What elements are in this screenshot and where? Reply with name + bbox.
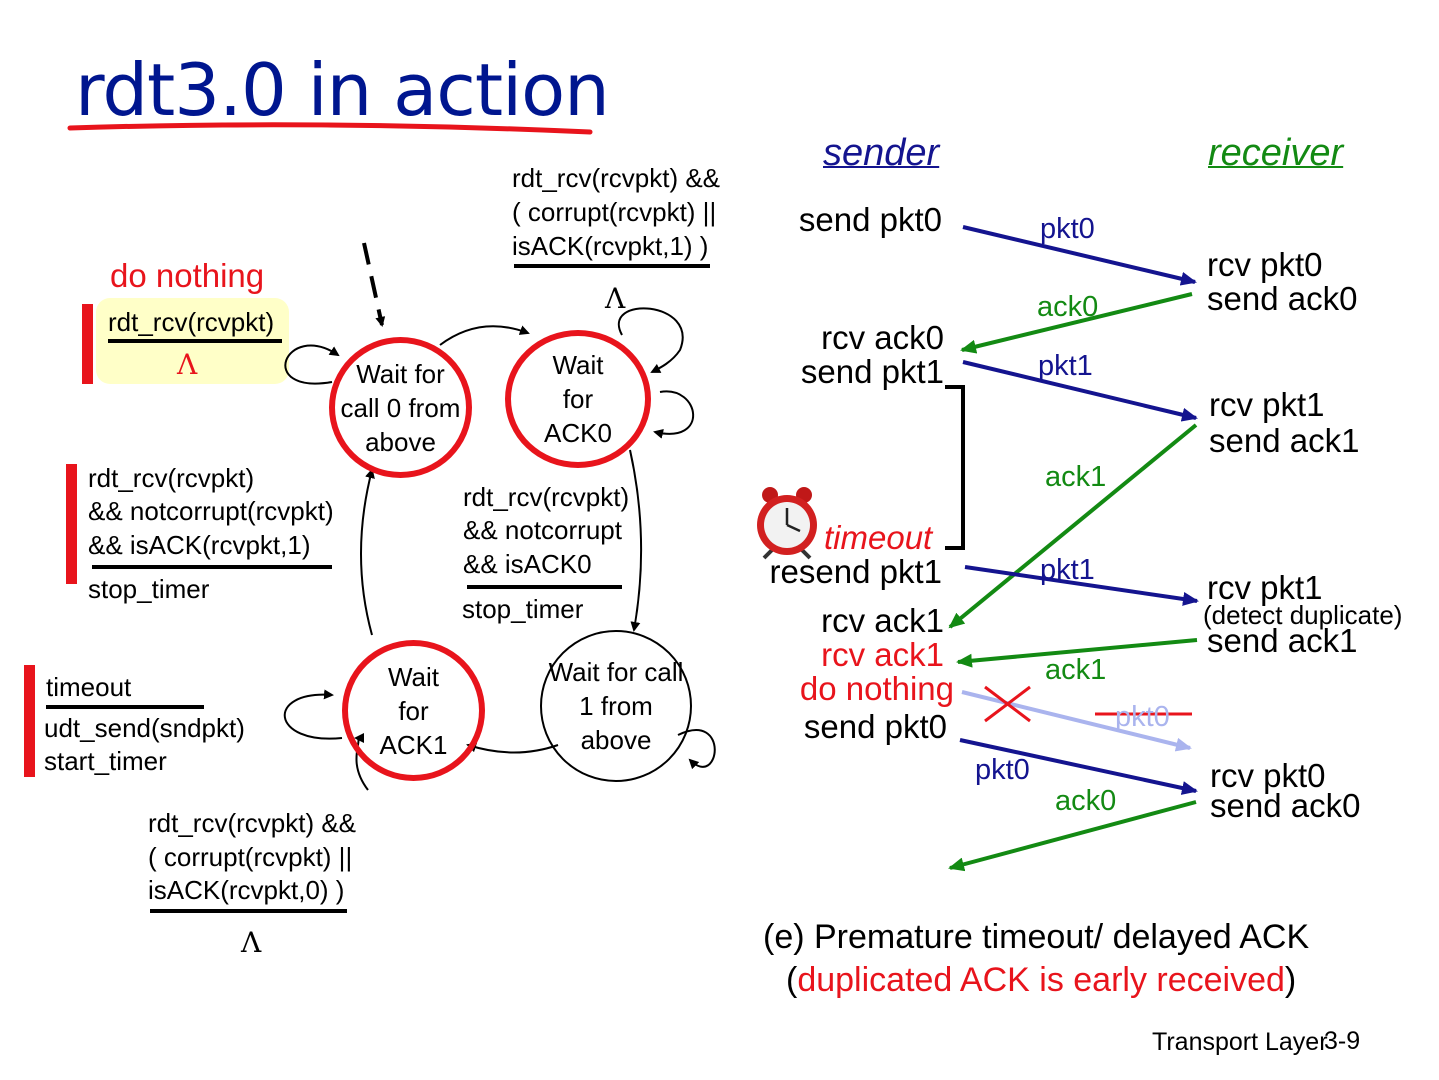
bottom-lambda: Λ bbox=[241, 926, 262, 959]
sender-rcv-ack1: rcv ack1 bbox=[821, 602, 944, 639]
sender-resend-pkt1: resend pkt1 bbox=[769, 553, 942, 590]
arrow-label-pkt1: pkt1 bbox=[1038, 350, 1093, 382]
left-event-1: rdt_rcv(rcvpkt) bbox=[88, 463, 255, 493]
receiver-header: receiver bbox=[1208, 132, 1344, 174]
mid-action: stop_timer bbox=[462, 594, 584, 624]
left-event-3: && isACK(rcvpkt,1) bbox=[88, 530, 311, 560]
arrow-label-ack0-b: ack0 bbox=[1055, 785, 1117, 817]
timeout-action-1: udt_send(sndpkt) bbox=[44, 713, 245, 743]
receiver-detect-duplicate: (detect duplicate) bbox=[1203, 600, 1403, 630]
state-wait-ack0: Wait for ACK0 bbox=[505, 330, 651, 468]
arrow-label-pkt0-lost: pkt0 bbox=[1115, 701, 1170, 733]
sender-rcv-ack0: rcv ack0 bbox=[821, 319, 944, 356]
receiver-rcv-pkt0-b: rcv pkt0 bbox=[1210, 757, 1326, 794]
left-action: stop_timer bbox=[88, 574, 210, 604]
highlight-event: rdt_rcv(rcvpkt) bbox=[108, 307, 275, 337]
bottom-event-1: rdt_rcv(rcvpkt) && bbox=[148, 808, 357, 838]
top-event-2: ( corrupt(rcvpkt) || bbox=[512, 197, 717, 227]
left-event-2: && notcorrupt(rcvpkt) bbox=[88, 496, 334, 526]
sender-header: sender bbox=[823, 132, 940, 174]
timeout-action-2: start_timer bbox=[44, 746, 167, 776]
arrow-label-pkt1-b: pkt1 bbox=[1040, 554, 1095, 586]
top-event-3: isACK(rcvpkt,1) ) bbox=[512, 231, 709, 261]
bottom-event-3: isACK(rcvpkt,0) ) bbox=[148, 875, 345, 905]
timeout-transition-bar bbox=[24, 665, 35, 777]
arrow-label-ack1-b: ack1 bbox=[1045, 654, 1107, 686]
sender-timeout: timeout bbox=[824, 519, 933, 556]
caption-line-1: (e) Premature timeout/ delayed ACK bbox=[763, 918, 1310, 956]
sender-send-pkt0-b: send pkt0 bbox=[803, 708, 947, 745]
mid-event-2: && notcorrupt bbox=[463, 515, 622, 545]
ack1-transition-bar bbox=[66, 464, 77, 584]
alarm-clock-icon bbox=[757, 487, 817, 560]
highlight-lambda: Λ bbox=[177, 348, 198, 381]
sender-rcv-ack1-dup: rcv ack1 bbox=[821, 636, 944, 673]
timeout-event: timeout bbox=[46, 672, 132, 702]
bottom-event-2: ( corrupt(rcvpkt) || bbox=[148, 842, 353, 872]
receiver-rcv-pkt1: rcv pkt1 bbox=[1209, 386, 1325, 423]
arrow-label-ack0: ack0 bbox=[1037, 291, 1099, 323]
page-title: rdt3.0 in action bbox=[75, 48, 610, 132]
page-number: 3-9 bbox=[1324, 1027, 1361, 1055]
sender-send-pkt0: send pkt0 bbox=[798, 201, 942, 238]
arrow-label-ack1: ack1 bbox=[1045, 461, 1107, 493]
mid-event-1: rdt_rcv(rcvpkt) bbox=[463, 482, 630, 512]
do-nothing-label: do nothing bbox=[110, 257, 265, 294]
mid-event-3: && isACK0 bbox=[463, 549, 592, 579]
receiver-send-ack1-b: send ack1 bbox=[1207, 622, 1358, 659]
footer-label: Transport Layer bbox=[1152, 1028, 1328, 1056]
top-event-1: rdt_rcv(rcvpkt) && bbox=[512, 163, 721, 193]
receiver-rcv-pkt0: rcv pkt0 bbox=[1207, 246, 1323, 283]
arrow-label-pkt0-b: pkt0 bbox=[975, 754, 1030, 786]
state-wait-call1: Wait for call 1 from above bbox=[540, 630, 692, 782]
caption-line-2: (duplicated ACK is early received) bbox=[786, 961, 1297, 999]
top-lambda: Λ bbox=[605, 282, 626, 315]
receiver-rcv-pkt1-b: rcv pkt1 bbox=[1207, 569, 1323, 606]
state-wait-ack1: Wait for ACK1 bbox=[342, 640, 485, 781]
receiver-send-ack1: send ack1 bbox=[1209, 422, 1360, 459]
state-wait-call0: Wait for call 0 from above bbox=[329, 337, 472, 478]
receiver-send-ack0-b: send ack0 bbox=[1210, 787, 1361, 824]
sender-do-nothing: do nothing bbox=[799, 670, 954, 707]
highlight-bar bbox=[82, 304, 93, 384]
sender-send-pkt1: send pkt1 bbox=[800, 353, 944, 390]
receiver-send-ack0: send ack0 bbox=[1207, 280, 1358, 317]
arrow-label-pkt0: pkt0 bbox=[1040, 213, 1095, 245]
